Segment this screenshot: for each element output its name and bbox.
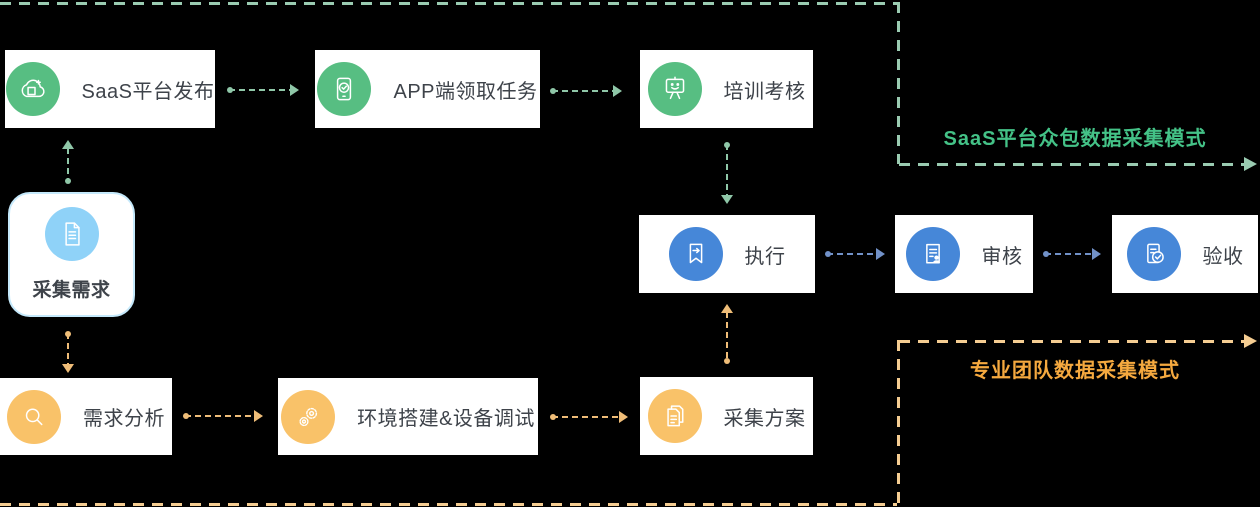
node-collect-demand: 采集需求 bbox=[8, 192, 135, 317]
magnifier-icon bbox=[7, 389, 61, 444]
node-label: 需求分析 bbox=[83, 408, 165, 430]
node-collect-plan: 采集方案 bbox=[640, 377, 813, 455]
node-label: 执行 bbox=[744, 245, 786, 268]
node-label: APP端领取任务 bbox=[393, 80, 538, 103]
arrow-env-to-plan bbox=[550, 411, 628, 423]
node-label: 采集方案 bbox=[723, 407, 806, 430]
saas-zone-arrowhead bbox=[1244, 157, 1257, 171]
arrow-training-to-execute bbox=[721, 142, 733, 204]
phone-check-icon bbox=[317, 62, 372, 116]
cloud-platform-icon bbox=[5, 62, 60, 116]
saas-mode-label: SaaS平台众包数据采集模式 bbox=[943, 128, 1207, 150]
saas-zone-left-border bbox=[897, 2, 900, 164]
node-env-setup: 环境搭建&设备调试 bbox=[278, 378, 538, 455]
node-saas-publish: SaaS平台发布 bbox=[5, 50, 215, 128]
node-execute: 执行 bbox=[639, 215, 815, 293]
training-board-icon bbox=[647, 62, 702, 116]
node-app-task: APP端领取任务 bbox=[315, 50, 540, 128]
pro-zone-bottom-border bbox=[0, 503, 897, 506]
node-review: 审核 bbox=[895, 215, 1033, 293]
saas-zone-top-border bbox=[0, 2, 897, 5]
document-check-icon bbox=[1126, 227, 1181, 281]
arrow-app-to-training bbox=[550, 85, 622, 97]
bookmark-arrow-icon bbox=[668, 227, 723, 281]
arrow-review-to-acceptance bbox=[1043, 248, 1101, 260]
document-person-icon bbox=[905, 227, 960, 281]
arrow-analysis-to-env bbox=[183, 410, 263, 422]
node-label: 采集需求 bbox=[32, 280, 111, 301]
pro-mode-label: 专业团队数据采集模式 bbox=[970, 360, 1180, 382]
saas-zone-bottom-border bbox=[899, 163, 1245, 166]
pro-zone-arrowhead bbox=[1244, 334, 1257, 348]
node-label: 环境搭建&设备调试 bbox=[357, 408, 535, 430]
arrow-demand-to-analysis bbox=[62, 331, 74, 373]
node-acceptance: 验收 bbox=[1112, 215, 1258, 293]
node-label: 验收 bbox=[1202, 245, 1244, 268]
pro-zone-left-border bbox=[897, 340, 900, 504]
node-label: SaaS平台发布 bbox=[81, 80, 215, 103]
pro-zone-top-border bbox=[899, 340, 1245, 343]
documents-icon bbox=[647, 389, 702, 443]
document-icon bbox=[44, 207, 99, 261]
arrow-saas-to-app bbox=[227, 84, 299, 96]
node-training: 培训考核 bbox=[640, 50, 813, 128]
arrow-plan-to-execute bbox=[721, 304, 733, 364]
gears-icon bbox=[281, 389, 336, 444]
arrow-execute-to-review bbox=[825, 248, 885, 260]
arrow-demand-to-saas bbox=[62, 140, 74, 184]
node-label: 审核 bbox=[981, 245, 1023, 268]
node-label: 培训考核 bbox=[723, 80, 806, 103]
node-demand-analysis: 需求分析 bbox=[0, 378, 172, 455]
